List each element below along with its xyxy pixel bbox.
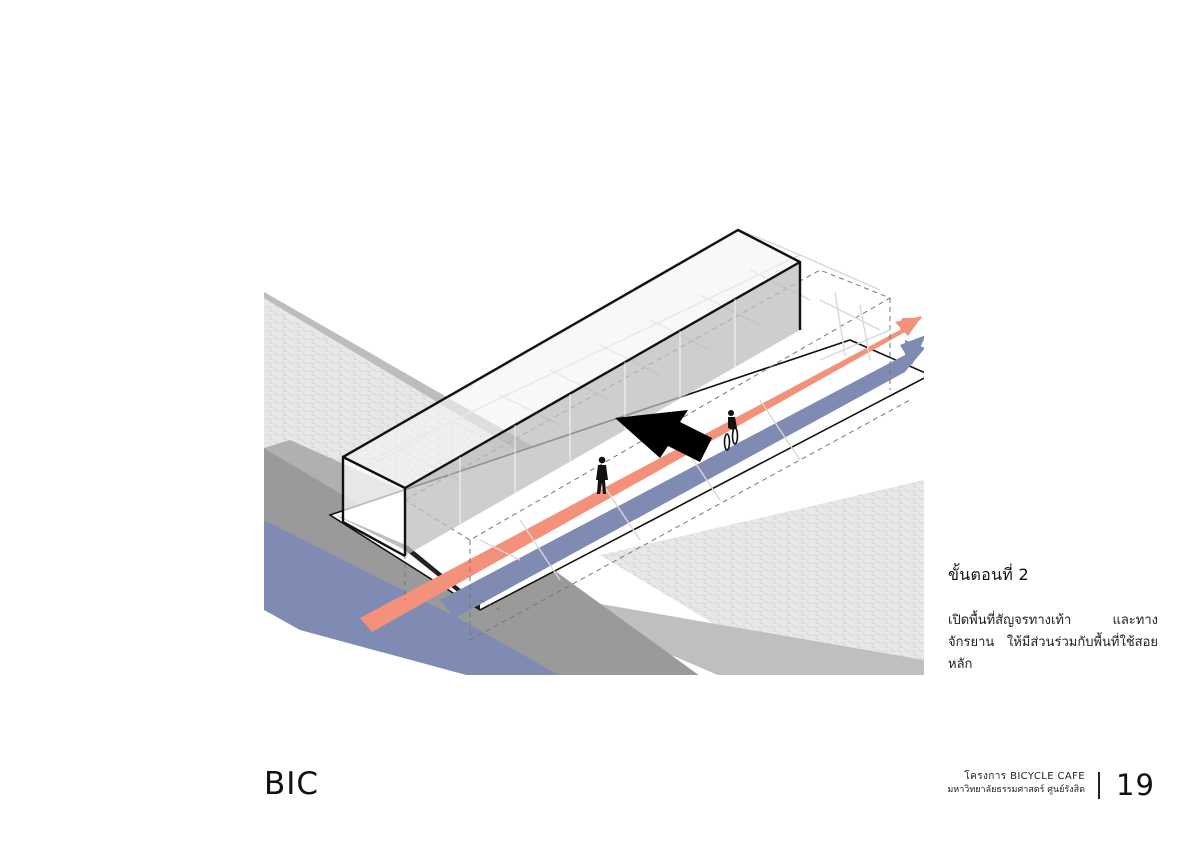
footer-project-info: โครงการ BICYCLE CAFE มหาวิทยาลัยธรรมศาสต… (947, 770, 1085, 797)
walk-lane (440, 340, 924, 618)
box-top-face (343, 230, 800, 488)
box-front-face (405, 262, 800, 556)
university-name: มหาวิทยาลัยธรรมศาสตร์ ศูนย์รังสิต (947, 785, 1085, 795)
bike-lane (360, 318, 922, 632)
box-side-face (343, 457, 405, 556)
project-name: โครงการ BICYCLE CAFE (964, 771, 1085, 782)
bike-lane-arrowhead (895, 316, 922, 336)
canal-water-right (600, 480, 924, 675)
page-number: 19 (1116, 768, 1155, 802)
box-frame (341, 228, 802, 558)
step-title: ขั้นตอนที่ 2 (948, 565, 1030, 584)
canal-edge-right (520, 590, 924, 675)
brand-logo-text: BIC (264, 766, 320, 802)
direction-arrow-icon (615, 410, 712, 462)
pedestrian-icon (596, 456, 608, 494)
step-description: เปิดพื้นที่สัญจรทางเท้า และทางจักรยาน ให… (948, 613, 1158, 672)
walk-lane-arrowhead (900, 335, 924, 365)
footer-divider (1098, 772, 1100, 799)
cyclist-icon (723, 410, 739, 451)
